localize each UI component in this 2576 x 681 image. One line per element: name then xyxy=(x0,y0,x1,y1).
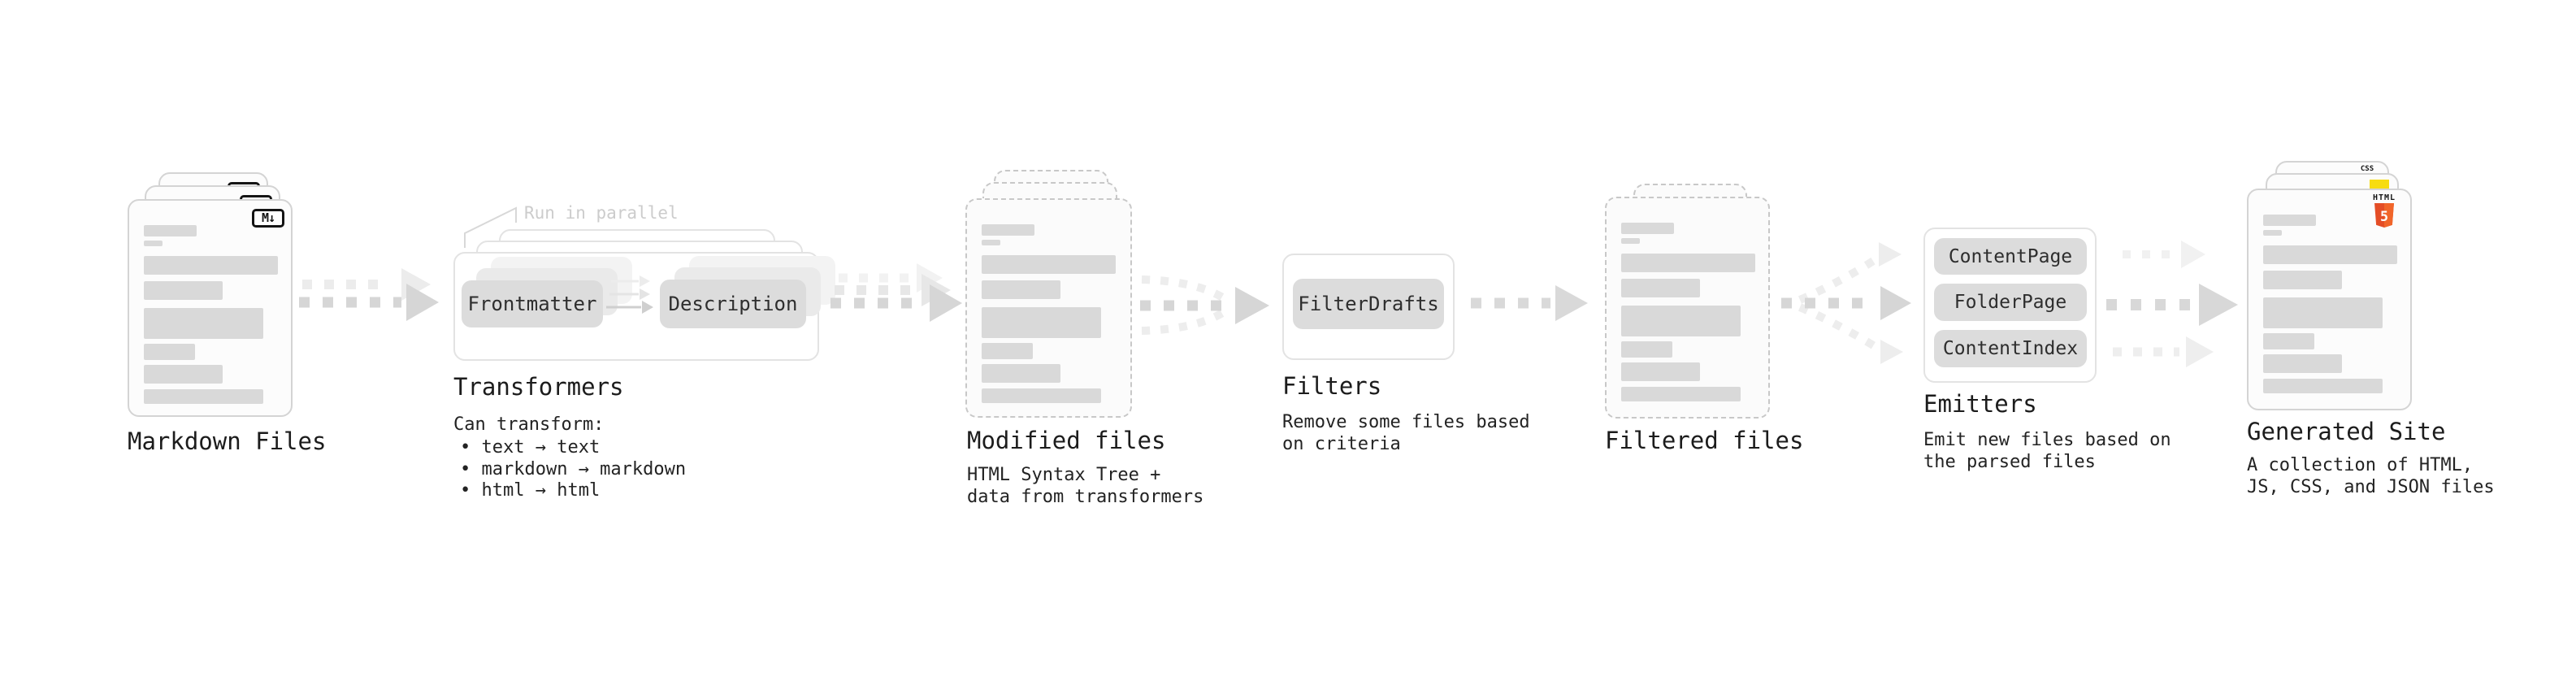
transformers-bullet: • markdown → markdown xyxy=(460,459,687,479)
emitters-desc: the parsed files xyxy=(1923,452,2096,472)
transformers-bullet: • html → html xyxy=(460,480,601,501)
generated-site-label: Generated Site xyxy=(2247,418,2446,445)
generated-file-card-html: HTML 5 xyxy=(2247,189,2412,410)
markdown-files-label: Markdown Files xyxy=(128,427,327,455)
filters-label: Filters xyxy=(1282,372,1382,400)
markdown-icon: M↓ xyxy=(252,209,284,228)
contentindex-chip: ContentIndex xyxy=(1934,330,2087,367)
arrow-markdown-to-transformers xyxy=(299,268,439,321)
modified-files-desc: HTML Syntax Tree + xyxy=(967,465,1161,485)
arrow-split-to-emitters xyxy=(1781,242,1911,364)
filtered-files-label: Filtered files xyxy=(1605,427,1804,454)
arrow-filters-to-filtered xyxy=(1471,285,1588,321)
document-content-placeholder xyxy=(982,224,1116,403)
arrow-merge-to-filters xyxy=(1140,275,1269,335)
description-chip: Description xyxy=(660,280,806,328)
generated-site-desc: A collection of HTML, xyxy=(2247,455,2474,475)
emitters-label: Emitters xyxy=(1923,390,2037,418)
transformers-bullet: • text → text xyxy=(460,437,601,458)
filtered-file-card-front xyxy=(1605,197,1770,419)
html5-icon: HTML 5 xyxy=(2368,194,2400,231)
modified-files-label: Modified files xyxy=(967,427,1166,454)
markdown-file-card-front: M↓ xyxy=(128,199,293,417)
filters-desc: Remove some files based xyxy=(1282,412,1530,432)
document-content-placeholder xyxy=(144,225,278,404)
modified-file-card-front xyxy=(965,198,1132,418)
svg-text:5: 5 xyxy=(2380,209,2388,224)
contentpage-chip: ContentPage xyxy=(1934,238,2087,275)
js-icon xyxy=(2370,180,2389,191)
run-in-parallel-callout: Run in parallel xyxy=(524,203,679,223)
arrow-emitters-to-generated xyxy=(2106,241,2238,367)
transformers-label: Transformers xyxy=(453,373,624,401)
arrow-transformers-to-modified xyxy=(830,263,962,322)
filters-desc: on criteria xyxy=(1282,434,1401,454)
document-content-placeholder xyxy=(1621,223,1755,401)
generated-site-desc: JS, CSS, and JSON files xyxy=(2247,477,2495,497)
emitters-desc: Emit new files based on xyxy=(1923,430,2171,450)
filterdrafts-chip: FilterDrafts xyxy=(1293,279,1444,329)
document-content-placeholder xyxy=(2263,215,2397,393)
transformers-desc-title: Can transform: xyxy=(453,414,605,435)
modified-files-desc: data from transformers xyxy=(967,487,1204,507)
frontmatter-chip: Frontmatter xyxy=(462,280,603,327)
folderpage-chip: FolderPage xyxy=(1934,284,2087,321)
